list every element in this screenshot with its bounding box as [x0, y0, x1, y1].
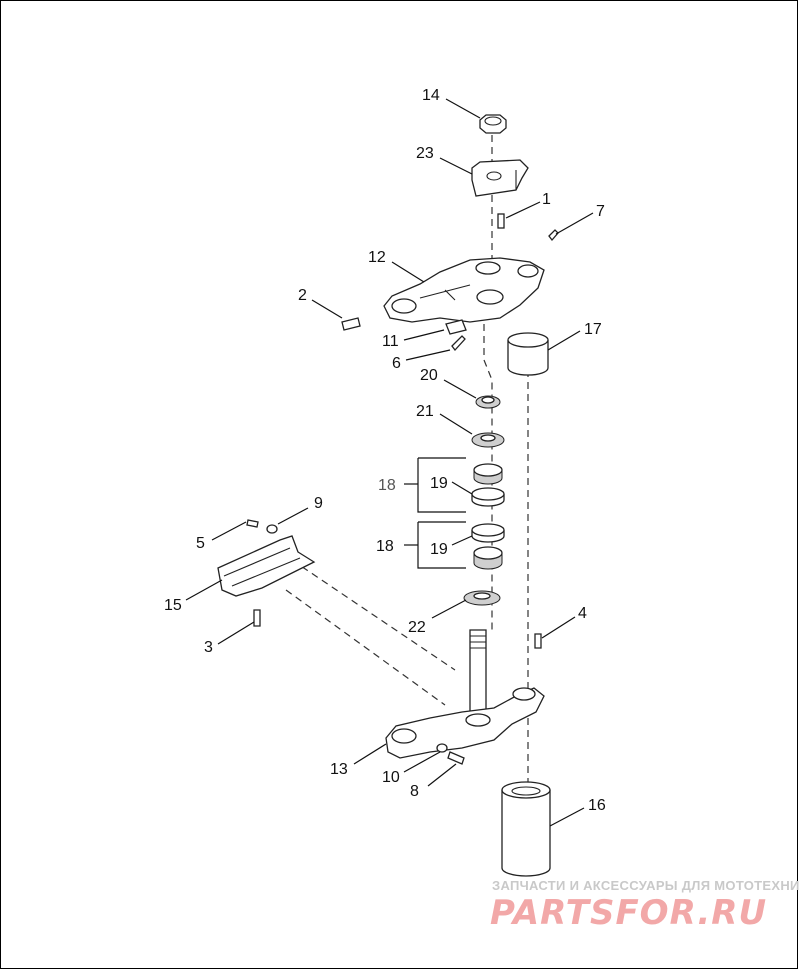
part-13-lower-bracket: [385, 629, 545, 759]
part-8-bolt: [447, 751, 465, 765]
label-11: 11: [382, 333, 399, 350]
part-17-bushing: [507, 332, 549, 376]
watermark-caption: ЗАПЧАСТИ И АКСЕССУАРЫ ДЛЯ МОТОТЕХНИКИ: [492, 878, 800, 893]
label-18-lower: 18: [376, 538, 394, 555]
bracket-18-lower: [417, 521, 466, 569]
part-22-dust-shield: [463, 590, 501, 606]
label-19-lower: 19: [430, 541, 448, 558]
label-20: 20: [420, 367, 438, 384]
part-7-screw: [548, 229, 559, 242]
label-14: 14: [422, 87, 440, 104]
label-1: 1: [542, 191, 551, 208]
part-15-cover: [217, 535, 316, 597]
part-14-nut: [479, 114, 507, 134]
label-13: 13: [330, 761, 348, 778]
watermark-logo: PARTSFOR.RU: [490, 893, 767, 933]
label-10: 10: [382, 769, 400, 786]
part-1-pin: [497, 213, 505, 229]
label-7: 7: [596, 203, 605, 220]
label-22: 22: [408, 619, 426, 636]
axis-cover-right: [285, 589, 446, 706]
part-6-pin: [451, 335, 466, 352]
label-15: 15: [164, 597, 182, 614]
part-2-bolt: [341, 317, 361, 331]
label-5: 5: [196, 535, 205, 552]
label-2: 2: [298, 287, 307, 304]
label-18-upper: 18: [378, 477, 396, 494]
part-4-screw: [534, 633, 542, 649]
part-11-clip: [445, 319, 467, 335]
leader-lines: [185, 98, 594, 827]
part-10-washer: [436, 743, 448, 753]
part-19-bearing-lower: [471, 523, 505, 570]
label-19-upper: 19: [430, 475, 448, 492]
part-5-screw: [246, 519, 259, 528]
label-6: 6: [392, 355, 401, 372]
part-12-upper-bracket: [383, 257, 545, 323]
part-3-screw: [253, 609, 261, 627]
label-4: 4: [578, 605, 587, 622]
label-21: 21: [416, 403, 434, 420]
part-21-washer: [471, 432, 505, 448]
label-12: 12: [368, 249, 386, 266]
label-8: 8: [410, 783, 419, 800]
label-23: 23: [416, 145, 434, 162]
label-9: 9: [314, 495, 323, 512]
label-3: 3: [204, 639, 213, 656]
label-17: 17: [584, 321, 602, 338]
part-23-bracket: [471, 159, 529, 197]
label-16: 16: [588, 797, 606, 814]
part-19-bearing-upper: [471, 463, 505, 507]
part-9-washer: [266, 524, 278, 534]
part-20-adjuster-nut: [475, 395, 501, 409]
axis-cover-left: [291, 559, 456, 671]
bracket-18-upper: [417, 457, 466, 513]
part-16-fork-tube: [501, 781, 551, 877]
